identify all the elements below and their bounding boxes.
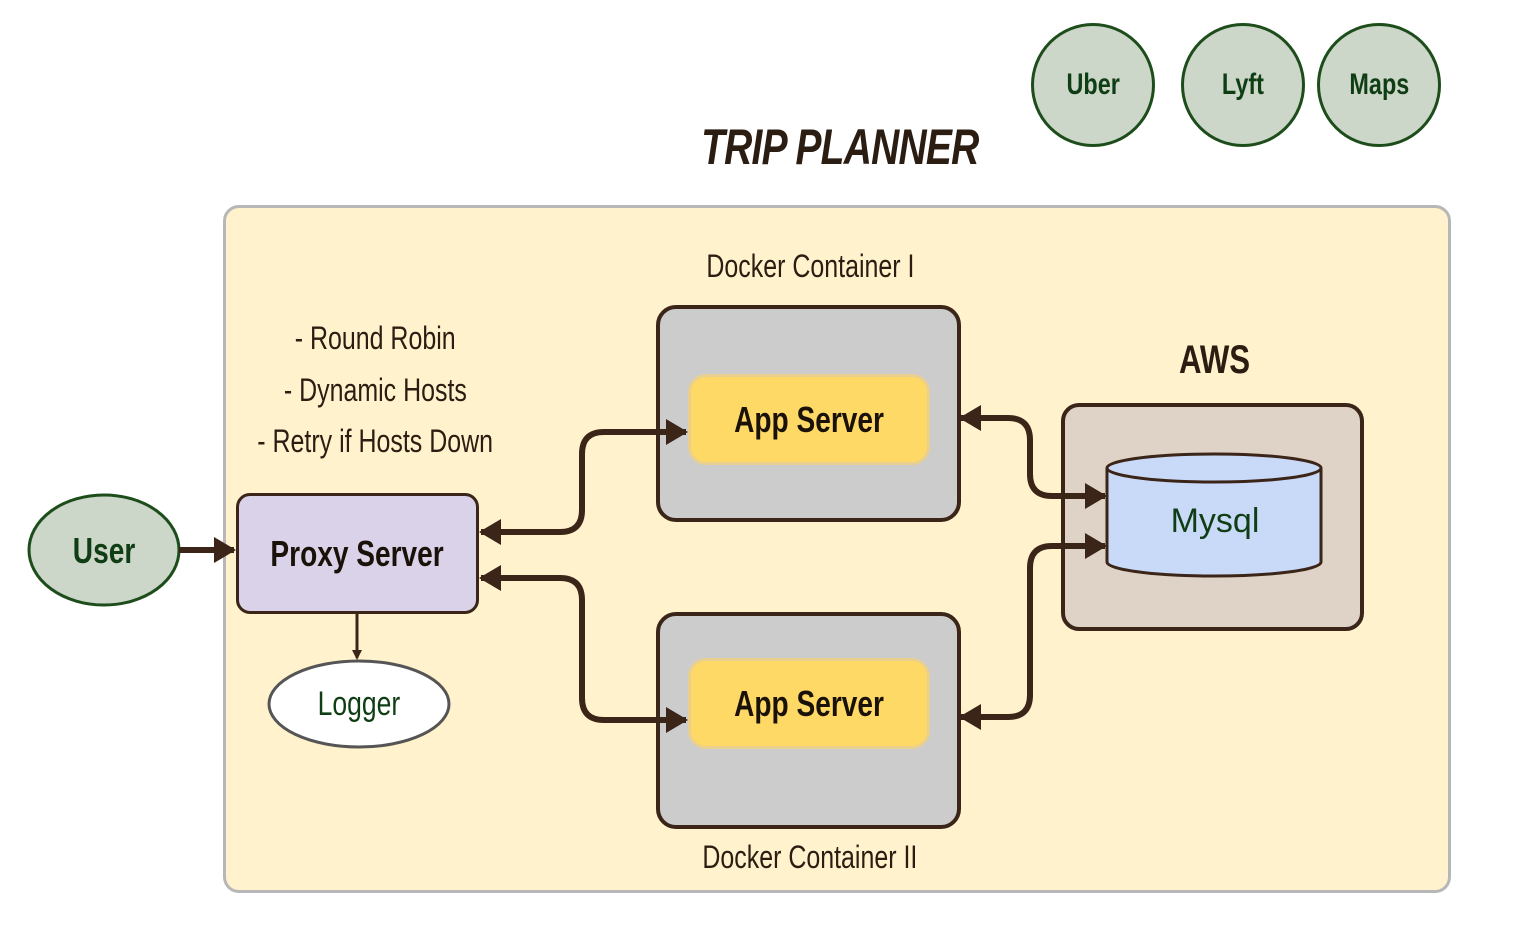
app-server-1: App Server — [688, 374, 930, 465]
uber-node: Uber — [1031, 23, 1155, 147]
diagram-title: TRIP PLANNER — [620, 112, 1060, 182]
logger-label: Logger — [317, 684, 401, 723]
uber-label: Uber — [1066, 68, 1120, 101]
app2-mysql-arrow — [959, 533, 1107, 730]
lyft-label: Lyft — [1221, 68, 1265, 101]
note-round-robin: - Round Robin — [294, 320, 456, 356]
container-2-label: Docker Container II — [702, 838, 918, 875]
mysql-label-box: Mysql — [1120, 496, 1310, 546]
lyft-node: Lyft — [1181, 23, 1305, 147]
diagram-title-text: TRIP PLANNER — [701, 119, 979, 175]
proxy-app1-arrow — [479, 419, 688, 545]
app1-mysql-arrow — [959, 405, 1107, 509]
user-label-box: User — [40, 525, 168, 577]
proxy-app2-arrow — [479, 565, 688, 733]
proxy-server: Proxy Server — [236, 493, 479, 614]
mysql-label: Mysql — [1170, 501, 1260, 540]
note-retry-hosts: - Retry if Hosts Down — [257, 423, 493, 459]
app-server-2: App Server — [688, 658, 930, 749]
logger-node — [267, 659, 451, 749]
proxy-notes: - Round Robin - Dynamic Hosts - Retry if… — [230, 320, 520, 460]
note-dynamic-hosts: - Dynamic Hosts — [283, 371, 467, 408]
aws-label: AWS — [1179, 337, 1251, 382]
container-1-label: Docker Container I — [705, 247, 915, 284]
mysql-database — [1105, 452, 1323, 578]
maps-node: Maps — [1317, 23, 1441, 147]
user-label: User — [72, 530, 136, 571]
logger-label-box: Logger — [279, 682, 439, 726]
maps-label: Maps — [1349, 68, 1409, 101]
